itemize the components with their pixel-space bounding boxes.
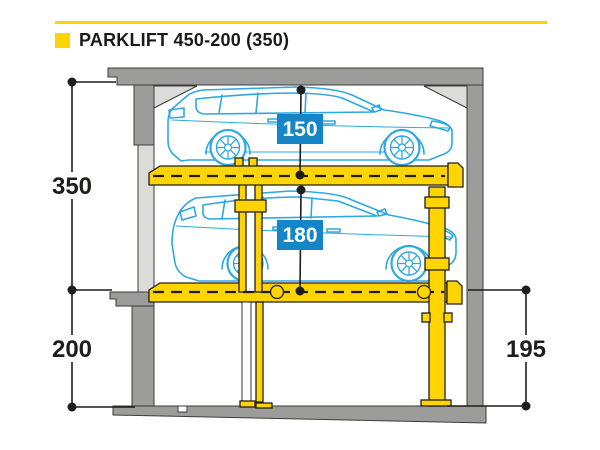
garage-structure [107,67,487,424]
hydraulic-rod [255,301,264,403]
middle-post-cylinder [245,175,256,293]
lower-car-mirror [376,208,388,217]
right-post [428,186,446,407]
lower-car-taillight [179,206,197,221]
floor-notch [177,405,188,413]
upper-car-windows [195,92,375,115]
page-title: PARKLIFT 450-200 (350) [79,30,290,50]
dim-pit-clearance: 195 [506,336,546,363]
upper-car-headlight [429,120,451,132]
pit-wall [131,305,155,407]
left-lower-wall [137,144,155,293]
right-post-lug-right [443,312,453,323]
pit-floor [112,405,487,424]
ceiling-slab [107,67,484,86]
dim-upper-clearance: 150 [282,118,317,141]
right-post-collar-upper [424,196,450,209]
right-post-base [420,399,452,407]
lower-car-front-wheel [390,244,428,283]
right-corner-haunch [423,85,468,109]
lower-platform-end-cap [446,280,463,305]
left-upper-wall [133,84,155,146]
lower-clearance-badge [277,220,323,250]
right-wall [466,84,484,407]
hydraulic-cylinder [241,301,252,403]
dim-overall-height: 350 [52,173,92,200]
title-rule [55,21,547,24]
right-post-collar-mid [424,257,450,271]
pivot-right [416,284,432,300]
pivot-left [269,284,285,300]
left-corner-haunch [153,85,198,109]
upper-platform-end-cap [447,162,464,188]
upper-clearance-badge [277,114,323,144]
upper-car-taillight [168,107,185,119]
dim-lower-clearance: 180 [282,224,317,247]
dim-pit-depth: 200 [52,336,92,363]
upper-car-front-wheel [383,128,421,167]
middle-post-collar [234,199,267,213]
yellow-square-icon [55,33,70,48]
ground-ledge [109,291,155,307]
right-post-lug-left [421,312,431,323]
hydraulic-foot-left [239,400,256,408]
title-row: PARKLIFT 450-200 (350) [55,30,289,51]
dimensions: 350 200 195 150 180 [50,77,548,412]
hydraulic-foot-right [255,402,273,409]
upper-car-mirror [371,104,382,113]
